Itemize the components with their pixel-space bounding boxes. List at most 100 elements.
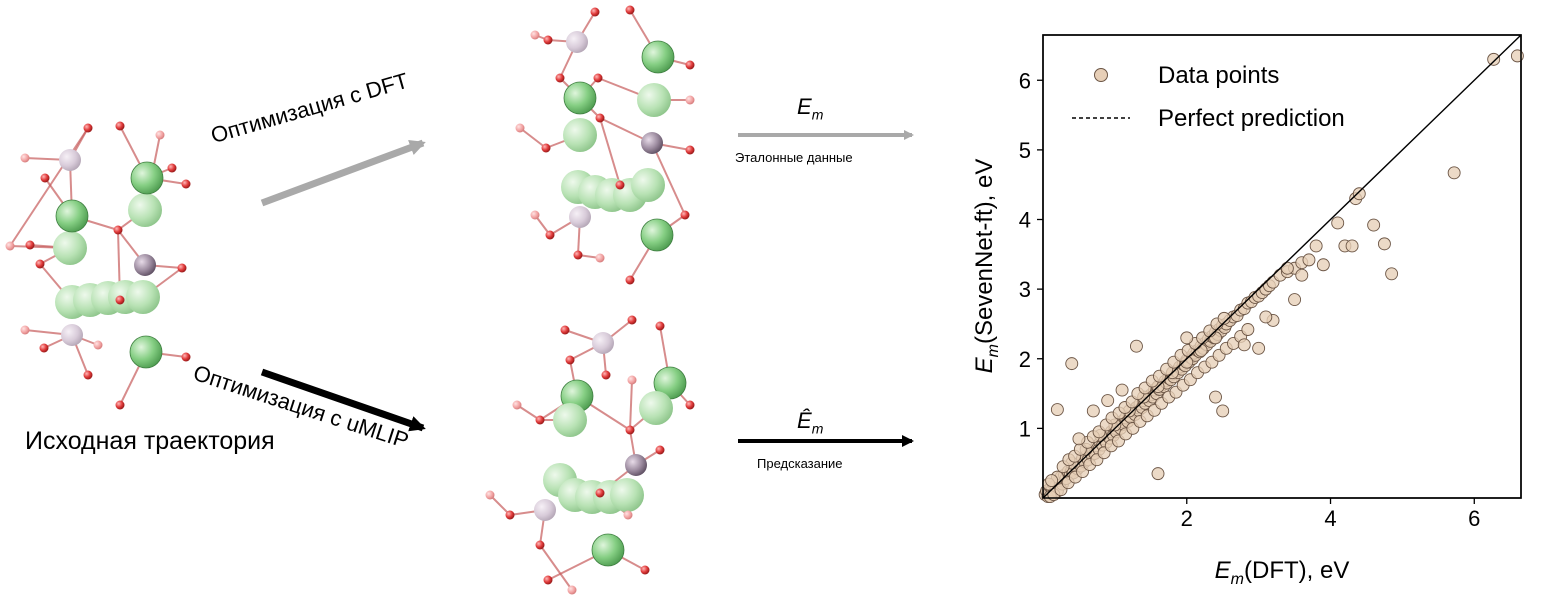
cation-atom <box>128 193 162 227</box>
cation-atom <box>641 40 675 74</box>
metal-atom <box>59 149 81 171</box>
oxygen-atom <box>565 355 575 365</box>
data-point <box>1086 404 1100 418</box>
data-point <box>1288 293 1302 307</box>
metal-atom <box>569 206 591 228</box>
oxygen-atom <box>573 250 583 260</box>
cation-atom <box>639 391 673 425</box>
initial-trajectory-label: Исходная траектория <box>25 427 275 455</box>
oxygen-atom <box>25 240 35 250</box>
x-tick-label: 4 <box>1324 506 1336 531</box>
oxygen-atom <box>685 60 695 70</box>
oxygen-atom <box>535 540 545 550</box>
y-tick-label: 6 <box>1019 68 1031 93</box>
cation-atom <box>631 168 665 202</box>
oxygen-atom <box>567 585 577 595</box>
data-point <box>1331 216 1345 230</box>
cation-atom <box>637 83 671 117</box>
oxygen-atom <box>177 263 187 273</box>
dft-optimized-structure <box>515 5 695 285</box>
cation-atom <box>130 161 164 195</box>
oxygen-atom <box>623 510 633 520</box>
oxygen-atom <box>181 179 191 189</box>
em-symbol: E <box>797 94 812 119</box>
metal-atom <box>625 454 647 476</box>
legend-label-perfect-prediction: Perfect prediction <box>1158 105 1345 132</box>
data-point <box>1385 267 1399 281</box>
oxygen-atom <box>115 121 125 131</box>
oxygen-atom <box>512 400 522 410</box>
oxygen-atom <box>595 488 605 498</box>
x-tick-label: 6 <box>1468 506 1480 531</box>
oxygen-atom <box>685 95 695 105</box>
cation-atom <box>591 533 625 567</box>
cation-atom <box>55 199 89 233</box>
y-tick-label: 1 <box>1019 416 1031 441</box>
oxygen-atom <box>625 5 635 15</box>
data-point <box>1309 239 1323 253</box>
y-tick-label: 5 <box>1019 138 1031 163</box>
oxygen-atom <box>595 253 605 263</box>
x-tick-label: 2 <box>1181 506 1193 531</box>
oxygen-atom <box>627 315 637 325</box>
oxygen-atom <box>35 259 45 269</box>
oxygen-atom <box>505 510 515 520</box>
data-point <box>1487 52 1501 66</box>
metal-atom <box>134 254 156 276</box>
cation-atom <box>553 403 587 437</box>
emhat-symbol: Ê <box>797 408 812 433</box>
oxygen-atom <box>530 210 540 220</box>
metal-atom <box>534 499 556 521</box>
oxygen-atom <box>181 352 191 362</box>
data-point <box>1050 403 1064 417</box>
data-point <box>1302 253 1316 267</box>
data-point <box>1072 432 1086 446</box>
em-predicted-symbol: Êm <box>797 408 823 436</box>
oxygen-atom <box>685 145 695 155</box>
plot-frame <box>1042 34 1522 499</box>
data-point <box>1352 187 1366 201</box>
data-point <box>1216 404 1230 418</box>
oxygen-atom <box>530 30 540 40</box>
data-point <box>1447 166 1461 180</box>
data-point <box>1180 331 1194 345</box>
cation-atom <box>640 218 674 252</box>
oxygen-atom <box>485 490 495 500</box>
oxygen-atom <box>545 230 555 240</box>
data-point <box>1101 394 1115 407</box>
data-point <box>1115 383 1129 397</box>
data-point <box>1345 239 1359 253</box>
oxygen-atom <box>590 7 600 17</box>
legend-label-data-points: Data points <box>1158 62 1279 89</box>
cation-atom <box>610 478 644 512</box>
oxygen-atom <box>115 400 125 410</box>
oxygen-atom <box>543 575 553 585</box>
oxygen-atom <box>20 153 30 163</box>
oxygen-atom <box>625 425 635 435</box>
oxygen-atom <box>615 180 625 190</box>
data-point <box>1045 474 1059 488</box>
data-point <box>1252 341 1266 355</box>
data-point <box>1217 311 1231 325</box>
oxygen-atom <box>113 225 123 235</box>
y-tick-label: 3 <box>1019 277 1031 302</box>
metal-atom <box>61 324 83 346</box>
oxygen-atom <box>40 173 50 183</box>
legend: Data points Perfect prediction <box>1072 62 1345 132</box>
reference-data-caption: Эталонные данные <box>735 150 853 165</box>
oxygen-atom <box>543 35 553 45</box>
cation-atom <box>129 335 163 369</box>
data-point <box>1280 261 1294 275</box>
oxygen-atom <box>93 340 103 350</box>
data-point <box>1295 268 1309 282</box>
oxygen-atom <box>685 400 695 410</box>
umlip-arrow <box>260 368 426 432</box>
metal-atom <box>566 31 588 53</box>
umlip-optimized-structure <box>485 315 695 595</box>
prediction-caption: Предсказание <box>757 456 843 471</box>
oxygen-atom <box>515 123 525 133</box>
oxygen-atom <box>593 73 603 83</box>
oxygen-atom <box>83 370 93 380</box>
